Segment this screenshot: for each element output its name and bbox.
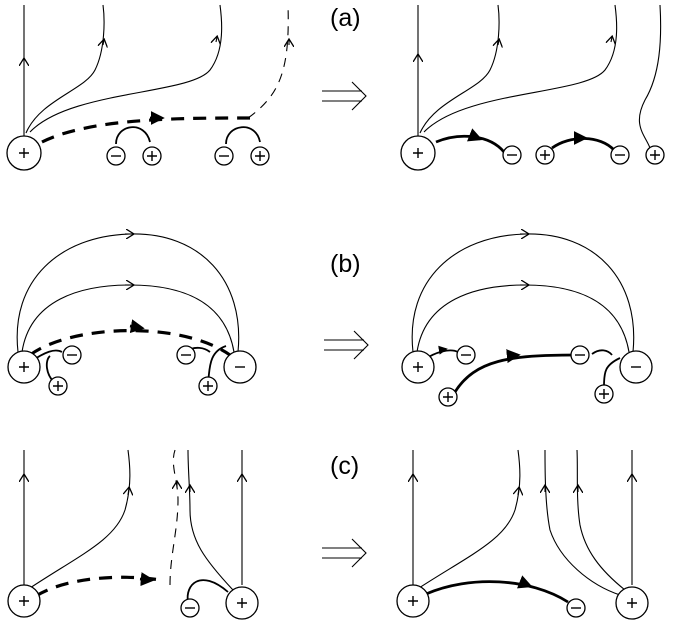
panel-a-before	[6, 4, 289, 171]
panel-b-before	[7, 234, 257, 396]
negative-charge	[610, 145, 630, 165]
implication-arrow-c	[322, 538, 367, 568]
positive-charge	[645, 145, 665, 165]
positive-charge-large	[7, 350, 41, 384]
panel-c-before	[7, 449, 259, 620]
positive-charge	[438, 387, 458, 407]
positive-charge-large	[225, 586, 259, 620]
positive-charge	[198, 376, 218, 396]
panel-b-label: (b)	[330, 250, 361, 278]
implication-arrow-a	[322, 81, 367, 111]
negative-charge	[456, 345, 476, 365]
negative-charge	[502, 145, 522, 165]
negative-charge	[62, 345, 82, 365]
negative-charge-large	[619, 350, 653, 384]
positive-charge-large	[6, 135, 42, 171]
positive-charge	[535, 145, 555, 165]
panel-c-after	[396, 449, 649, 620]
positive-charge	[594, 384, 614, 404]
negative-charge	[106, 146, 126, 166]
negative-charge	[180, 598, 200, 618]
negative-charge	[214, 146, 234, 166]
positive-charge-large	[400, 135, 436, 171]
positive-charge-large	[615, 586, 649, 620]
panel-c: (c)	[7, 449, 649, 620]
negative-charge	[566, 598, 586, 618]
negative-charge	[570, 345, 590, 365]
panel-a-after	[400, 4, 665, 171]
panel-b-after	[401, 234, 653, 407]
positive-charge	[250, 146, 270, 166]
positive-charge	[142, 146, 162, 166]
negative-charge-large	[223, 350, 257, 384]
positive-charge-large	[7, 584, 41, 618]
panel-a-label: (a)	[330, 4, 361, 32]
negative-charge	[176, 345, 196, 365]
positive-charge-large	[396, 584, 430, 618]
positive-charge	[48, 376, 68, 396]
panel-a: (a)	[6, 4, 665, 171]
panel-b: (b)	[7, 234, 653, 407]
panel-c-label: (c)	[330, 452, 359, 480]
implication-arrow-b	[324, 330, 369, 360]
positive-charge-large	[401, 350, 435, 384]
